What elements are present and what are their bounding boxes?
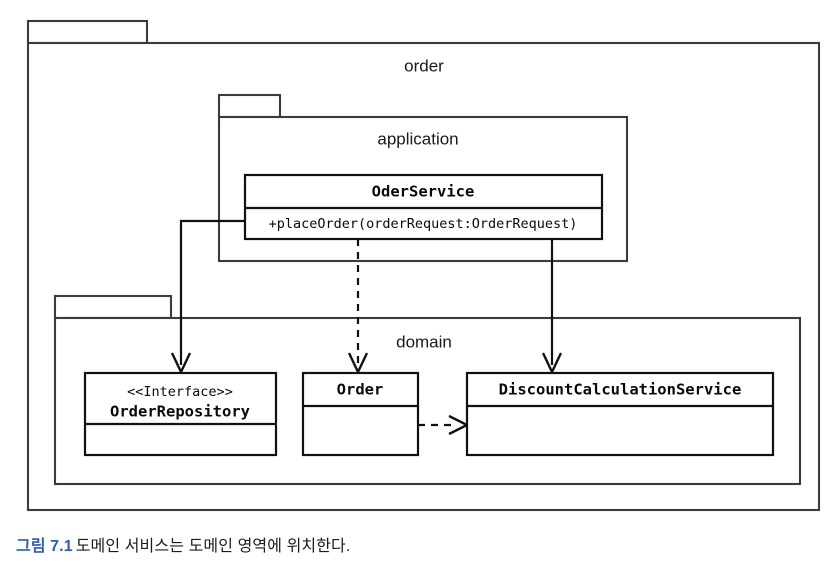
class-discountcalculationservice[interactable]: DiscountCalculationService [465,371,775,457]
package-application-label: application [377,129,458,148]
package-order-label: order [404,56,444,75]
class-order-box[interactable] [301,371,420,457]
class-discountcalculationservice-name: DiscountCalculationService [499,381,742,399]
package-domain-label: domain [396,332,452,351]
package-application-tab [217,93,282,119]
class-order-name: Order [337,381,384,399]
class-oderservice-name: OderService [372,183,475,201]
class-order[interactable]: Order [301,371,420,457]
figure-caption-text: 도메인 서비스는 도메인 영역에 위치한다. [75,538,351,555]
class-orderrepository-name: OrderRepository [110,403,250,421]
class-orderrepository-box[interactable] [83,371,278,457]
connector-line [179,219,245,365]
class-discountcalculationservice-box[interactable] [465,371,775,457]
class-oderservice[interactable]: OderService +placeOrder(orderRequest:Ord… [243,173,604,241]
class-orderrepository[interactable]: <<Interface>> OrderRepository [83,371,278,457]
package-domain-tab [53,294,173,320]
class-oderservice-method: +placeOrder(orderRequest:OrderRequest) [269,216,578,232]
class-orderrepository-stereotype: <<Interface>> [127,384,233,400]
package-order-tab [26,19,149,45]
figure-number: 그림 7.1 [16,538,73,555]
